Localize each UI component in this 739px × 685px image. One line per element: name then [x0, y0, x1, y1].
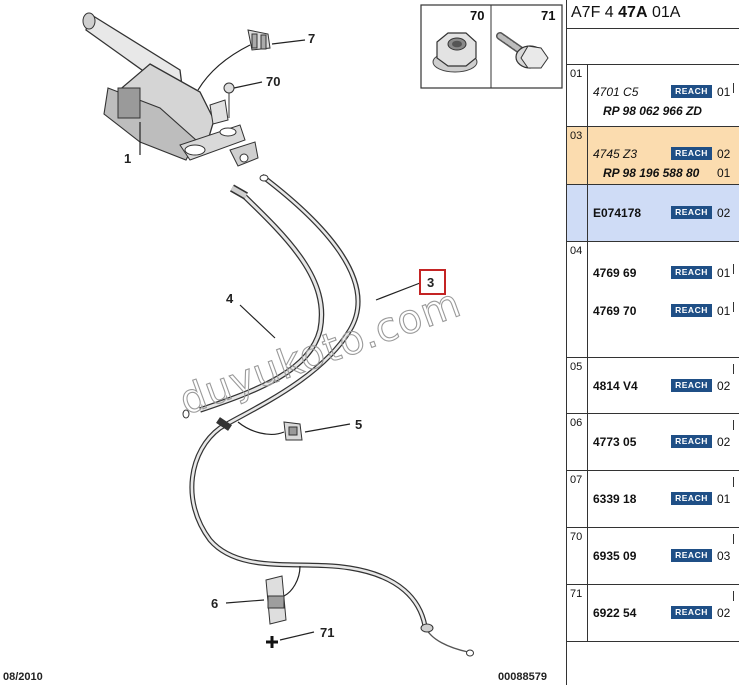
bracket-part-6 — [265, 575, 287, 625]
leader-lines — [139, 39, 421, 641]
table-row[interactable]: 71 6922 54 REACH 02 — [567, 585, 739, 642]
quantity: 02 — [717, 435, 731, 449]
quantity: 02 — [717, 606, 731, 620]
part-number[interactable]: E074178 — [593, 206, 642, 220]
reference-header: A7F 4 47A 01A — [567, 0, 739, 29]
part-number[interactable]: 4745 Z3 — [593, 147, 638, 161]
quantity: 02 — [717, 147, 731, 161]
callout-5: 5 — [355, 417, 362, 432]
row-index: 06 — [567, 414, 588, 470]
callout-6: 6 — [211, 596, 218, 611]
handbrake-lever — [82, 12, 246, 161]
callout-1: 1 — [124, 151, 131, 166]
reference-suffix: 01A — [647, 4, 681, 21]
quantity: 01 — [717, 492, 731, 506]
nut-part-70 — [223, 82, 235, 118]
callout-3: 3 — [427, 275, 434, 290]
quantity: 02 — [717, 206, 731, 220]
table-row[interactable]: 07 6339 18 REACH 01 — [567, 471, 739, 528]
reach-badge: REACH — [671, 492, 712, 505]
part-number[interactable]: 4701 C5 — [593, 85, 639, 99]
row-index: 05 — [567, 358, 588, 413]
quantity: 01 — [717, 304, 731, 318]
part-number[interactable]: 4773 05 — [593, 435, 637, 449]
cable-equaliser — [229, 141, 259, 167]
part-number[interactable]: 4769 69 — [593, 266, 637, 280]
inset-label-71: 71 — [541, 8, 555, 23]
row-index — [567, 185, 588, 241]
inset-label-70: 70 — [470, 8, 484, 23]
footer-code: 00088579 — [498, 671, 547, 683]
reach-badge: REACH — [671, 147, 712, 160]
quantity: 03 — [717, 549, 731, 563]
flange-bolt-icon — [496, 32, 549, 69]
part-number[interactable]: 6922 54 — [593, 606, 637, 620]
table-row[interactable]: 06 4773 05 REACH 02 — [567, 414, 739, 471]
reach-badge: REACH — [671, 549, 712, 562]
parts-table: A7F 4 47A 01A 01 4701 C5 REACH 01 RP 98 … — [566, 0, 739, 685]
row-index: 03 — [567, 127, 588, 184]
clip-part-5 — [283, 421, 303, 441]
reach-badge: REACH — [671, 206, 712, 219]
flange-nut-icon — [432, 32, 478, 73]
clip-part-7 — [247, 29, 271, 51]
callout-7: 7 — [308, 31, 315, 46]
table-row[interactable]: 03 4745 Z3 REACH 02 RP 98 196 588 80 01 — [567, 127, 739, 185]
table-row[interactable]: E074178 REACH 02 — [567, 185, 739, 242]
rp-number[interactable]: RP 98 062 966 ZD — [603, 104, 702, 118]
row-index: 01 — [567, 65, 588, 126]
brake-cable-3 — [189, 174, 474, 657]
reach-badge: REACH — [671, 266, 712, 279]
bolt-part-71 — [266, 636, 278, 648]
table-row[interactable]: 05 4814 V4 REACH 02 — [567, 358, 739, 414]
row-index: 07 — [567, 471, 588, 527]
quantity: 01 — [717, 85, 731, 99]
part-number[interactable]: 4814 V4 — [593, 379, 638, 393]
quantity: 02 — [717, 379, 731, 393]
callout-4: 4 — [226, 291, 234, 306]
table-row[interactable]: 01 4701 C5 REACH 01 RP 98 062 966 ZD — [567, 65, 739, 127]
reach-badge: REACH — [671, 379, 712, 392]
parts-diagram: 70 71 — [3, 4, 563, 683]
table-row[interactable]: 04 4769 69 REACH 01 4769 70 REACH 01 — [567, 242, 739, 358]
reach-badge: REACH — [671, 85, 712, 98]
callout-71: 71 — [320, 625, 334, 640]
part-number[interactable]: 6339 18 — [593, 492, 637, 506]
reference-prefix: A7F 4 — [571, 4, 619, 21]
row-index: 04 — [567, 242, 588, 357]
callout-70: 70 — [266, 74, 280, 89]
part-number[interactable]: 4769 70 — [593, 304, 637, 318]
rp-number[interactable]: RP 98 196 588 80 — [603, 166, 700, 180]
reach-badge: REACH — [671, 606, 712, 619]
reach-badge: REACH — [671, 304, 712, 317]
reference-bold: 47A — [618, 4, 648, 21]
reach-badge: REACH — [671, 435, 712, 448]
part-number[interactable]: 6935 09 — [593, 549, 637, 563]
quantity: 01 — [717, 266, 731, 280]
hardware-inset: 70 71 — [420, 4, 563, 89]
reference-subheader — [567, 29, 739, 65]
brake-cable-4 — [182, 184, 325, 419]
table-row[interactable]: 70 6935 09 REACH 03 — [567, 528, 739, 585]
footer-date: 08/2010 — [3, 671, 43, 683]
callout-3-highlight — [419, 269, 446, 295]
row-index: 71 — [567, 585, 588, 641]
rp-quantity: 01 — [717, 166, 731, 180]
row-index: 70 — [567, 528, 588, 584]
